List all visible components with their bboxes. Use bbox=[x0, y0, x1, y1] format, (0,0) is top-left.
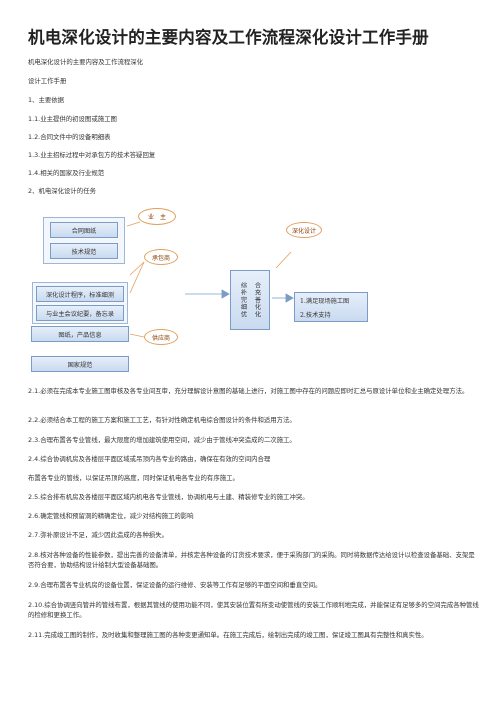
supplier-ellipse: 供应商 bbox=[144, 329, 178, 345]
deepening-design-ellipse: 深化设计 bbox=[286, 222, 322, 238]
paragraph: 2.4.综合协调机房及各楼层平面区域或吊顶内各专业的路由，确保在有效的空间内合理 bbox=[28, 455, 271, 463]
result-2: 2.技术支持 bbox=[300, 311, 331, 319]
meeting-records-box: 与业主会议纪要，备忘录 bbox=[36, 305, 124, 321]
page-title: 机电深化设计的主要内容及工作流程深化设计工作手册 bbox=[28, 28, 429, 47]
list-item: 1.2.合同文件中的设备明细表 bbox=[28, 133, 111, 141]
paragraph: 2.6.确定管线和预留洞的精确定位，减少对结构施工的影响 bbox=[28, 512, 194, 520]
drawings-product-info-box: 图纸，产品信息 bbox=[31, 326, 129, 342]
contract-drawings-box: 合同图纸 bbox=[50, 222, 118, 238]
integration-col-1: 综补完细优 bbox=[239, 282, 247, 318]
owner-ellipse: 业 主 bbox=[138, 208, 176, 225]
paragraph: 2.10.综合协调竖向管井的管线布置，根据其管线的使用功能不同，使其安装位置有所… bbox=[28, 601, 479, 619]
list-item: 1.4.相关的国家及行业规范 bbox=[28, 169, 105, 177]
subcontractor-ellipse: 承包商 bbox=[144, 249, 178, 265]
tech-specs-box: 技术规范 bbox=[50, 243, 118, 259]
intro-line: 设计工作手册 bbox=[28, 77, 67, 85]
list-item: 1.3.业主招标过程中对承包方的技术答疑回复 bbox=[28, 151, 156, 159]
paragraph: 2.1.必须在完成本专业施工图审核及各专业间互审，充分理解设计意图的基础上进行，… bbox=[28, 387, 469, 395]
integration-col-2: 合充善化化 bbox=[253, 282, 261, 318]
paragraph: 2.7.弥补原设计不足，减少因此造成的各种损失。 bbox=[28, 531, 169, 539]
paragraph: 2.11.完成竣工图的制作，及时收集和整理施工图的各种变更通知单。在施工完成后，… bbox=[28, 631, 428, 639]
paragraph: 2.8.核对各种设备的性能参数，提出完善的设备清单，并核定各种设备的订货技术要求… bbox=[28, 551, 475, 569]
paragraph: 2.5.综合排布机房及各楼层平面区域内机电各专业管线，协调机电与土建、精装修专业… bbox=[28, 493, 309, 501]
section-heading: 1、主要依据 bbox=[28, 96, 65, 104]
results-box: 1.满足现场施工图 2.技术支持 bbox=[294, 292, 368, 322]
paragraph: 2.9.合理布置各专业机房的设备位置，保证设备的运行维修、安装等工作有足够的平面… bbox=[28, 581, 322, 589]
list-item: 1.1.业主提供的初设图或施工图 bbox=[28, 115, 117, 123]
paragraph: 布置各专业的管线，以保证吊顶的高度，同时保证机电各专业的有序施工。 bbox=[28, 474, 239, 482]
intro-line: 机电深化设计的主要内容及工作流程深化 bbox=[28, 58, 144, 66]
result-1: 1.满足现场施工图 bbox=[300, 297, 350, 305]
national-specs-box: 国家规范 bbox=[31, 356, 129, 372]
paragraph: 2.3.合理布置各专业管线，最大限度的增加建筑使用空间，减少由于管线冲突造成的二… bbox=[28, 436, 296, 444]
section-heading: 2、机电深化设计的任务 bbox=[28, 187, 96, 195]
integration-box: 综补完细优 合充善化化 bbox=[230, 270, 270, 330]
paragraph: 2.2.必须结合本工程的施工方案和施工工艺，有针对性确定机电综合图设计的条件和适… bbox=[28, 416, 296, 424]
deepening-program-box: 深化设计程序，标准细测 bbox=[36, 286, 124, 302]
